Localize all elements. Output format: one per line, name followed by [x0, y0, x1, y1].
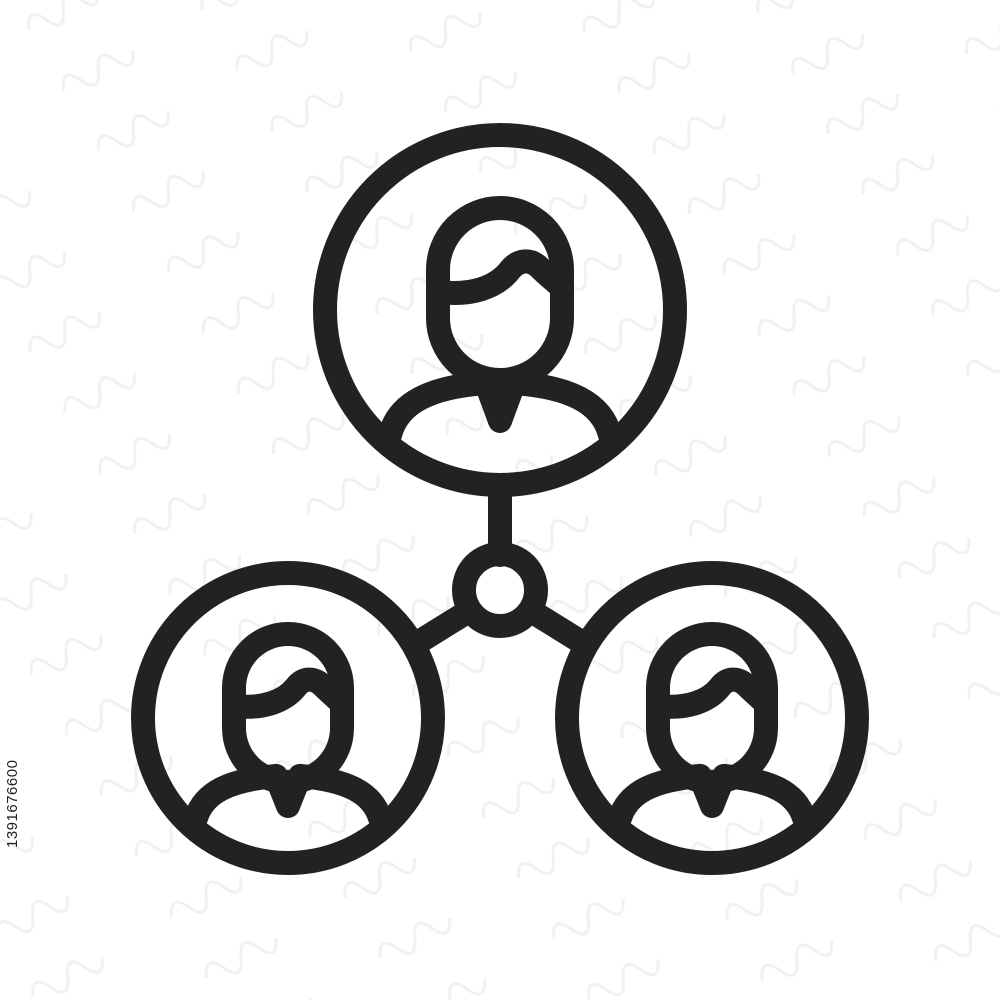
connector-left — [410, 602, 476, 652]
network-hub-icon — [452, 542, 548, 638]
connector-right — [524, 602, 590, 652]
user-avatar-icon — [131, 561, 445, 875]
user-avatar-icon — [313, 123, 687, 497]
user-avatar-icon — [555, 561, 869, 875]
